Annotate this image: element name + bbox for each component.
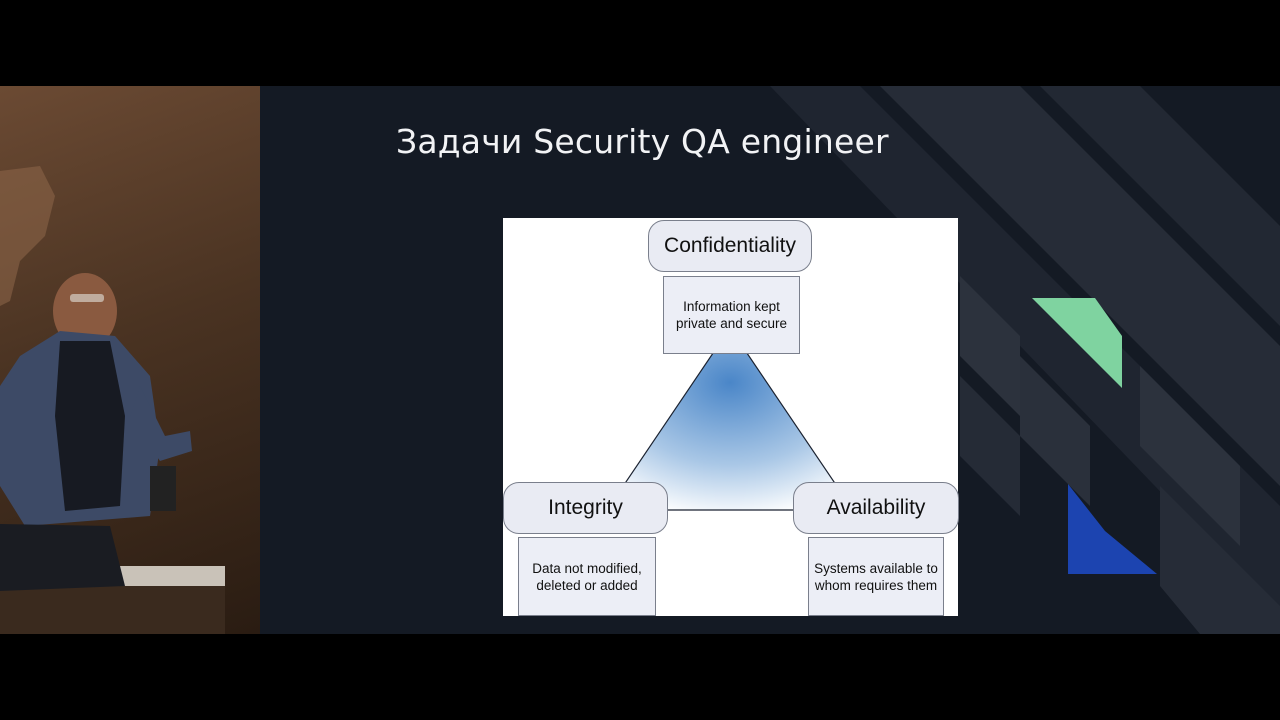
node-confidentiality-label: Confidentiality	[664, 234, 796, 257]
letterbox-bottom	[0, 634, 1280, 720]
cia-triad-diagram: Confidentiality Information kept private…	[503, 218, 959, 616]
decor-block-5	[1160, 486, 1280, 634]
node-confidentiality: Confidentiality	[648, 220, 812, 272]
desc-confidentiality-text: Information kept private and secure	[675, 299, 788, 331]
speaker-scene	[0, 166, 225, 634]
decor-stripe-2	[880, 86, 1280, 486]
speaker-glasses	[70, 294, 104, 302]
desc-availability: Systems available to whom requires them	[808, 537, 944, 616]
accent-green-shape	[1032, 298, 1122, 388]
speaker-camera-view	[0, 86, 260, 634]
decor-block-3	[1140, 366, 1240, 546]
presentation-slide: Задачи Security QA engineer Confidential…	[260, 86, 1280, 634]
speaker-arm	[130, 386, 192, 461]
decor-stripe-3	[1040, 86, 1280, 326]
accent-blue-shape	[1068, 484, 1157, 574]
triangle-shape	[605, 326, 855, 511]
node-availability-label: Availability	[826, 496, 926, 519]
wall-map-shape	[0, 166, 55, 306]
desc-availability-text: Systems available to whom requires them	[814, 560, 938, 593]
desk-front	[0, 586, 225, 634]
desc-integrity: Data not modified, deleted or added	[518, 537, 656, 616]
decor-block-1	[960, 276, 1020, 416]
letterbox-top	[0, 0, 1280, 86]
desc-integrity-text: Data not modified, deleted or added	[532, 560, 642, 593]
triangle-graphic	[605, 326, 855, 511]
desk-device	[150, 466, 176, 511]
laptop	[0, 524, 125, 591]
node-integrity-label: Integrity	[548, 496, 623, 519]
node-availability: Availability	[793, 482, 959, 534]
speaker-tshirt	[55, 341, 125, 511]
decor-block-4	[960, 376, 1020, 516]
decor-block-2	[1020, 356, 1090, 506]
slide-title: Задачи Security QA engineer	[396, 122, 889, 161]
speaker-head	[53, 273, 117, 349]
desc-confidentiality: Information kept private and secure	[663, 276, 800, 354]
node-integrity: Integrity	[503, 482, 668, 534]
